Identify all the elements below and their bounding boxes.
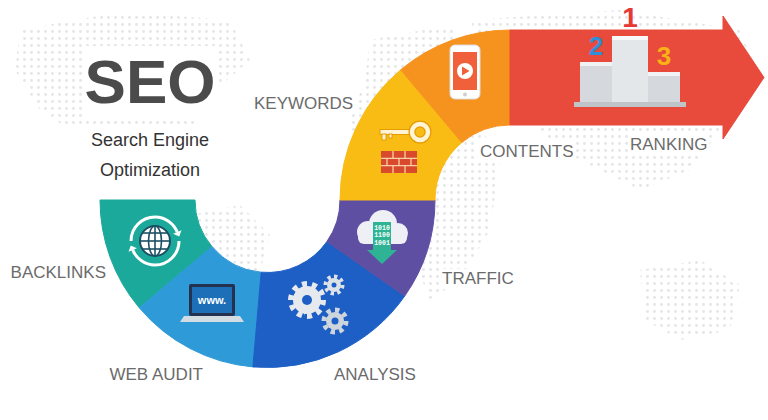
globe-parallel <box>142 232 167 234</box>
phone-screen <box>453 52 477 90</box>
globe-parallel <box>142 248 167 250</box>
band-segment <box>253 242 405 368</box>
gear <box>326 312 344 330</box>
globe <box>140 226 170 256</box>
gear-hole <box>302 295 312 305</box>
podium-top <box>612 36 648 40</box>
phone-icon <box>450 45 480 99</box>
bricks <box>381 151 417 173</box>
key-ring <box>412 124 428 140</box>
band-segment <box>327 200 435 296</box>
mortar <box>392 151 393 158</box>
band-segment <box>401 30 510 143</box>
globe-icon <box>129 217 182 265</box>
key-icon <box>380 124 428 140</box>
step-label: CONTENTS <box>478 142 576 162</box>
map-region <box>640 260 740 340</box>
step-label: TRAFFIC <box>440 269 516 289</box>
brick-wall <box>381 151 417 173</box>
rank-number: 3 <box>657 42 671 72</box>
title: SEO <box>83 46 218 117</box>
gear-teeth <box>324 310 346 332</box>
step-label: BACKLINKS <box>9 263 108 283</box>
subtitle: Search Engine Optimization <box>65 126 235 185</box>
phone-button <box>463 93 467 97</box>
mortar <box>410 158 411 165</box>
screen-text: www. <box>198 294 226 307</box>
cloud-icon <box>357 210 408 264</box>
band-arrow <box>510 16 764 139</box>
mortar <box>398 158 399 165</box>
rank-number: 2 <box>589 32 603 62</box>
laptop-screen <box>192 287 232 313</box>
podium-top <box>580 62 612 66</box>
laptop-icon <box>180 284 244 322</box>
gear <box>327 278 341 292</box>
refresh-ring <box>131 217 179 265</box>
podium-top <box>648 72 680 76</box>
key-ring <box>412 124 428 140</box>
phone-body <box>450 45 480 99</box>
podium-block <box>648 72 680 102</box>
rank-number: 1 <box>622 2 638 34</box>
key-tooth <box>382 134 386 140</box>
mortar <box>404 166 405 173</box>
step-label: RANKING <box>628 135 709 155</box>
podium-block <box>612 36 648 102</box>
laptop-frame <box>189 284 235 316</box>
mortar <box>386 158 387 165</box>
download-arrow <box>367 250 397 264</box>
binary-digits: 1010 1100 1001 <box>374 225 391 247</box>
gear-hole <box>332 283 337 288</box>
play-triangle <box>462 67 470 76</box>
gear <box>293 286 321 314</box>
gears-icon <box>291 277 346 333</box>
laptop-base <box>180 316 244 322</box>
step-label: KEYWORDS <box>252 94 355 114</box>
arrow-head <box>173 230 181 236</box>
podium-block <box>580 62 612 102</box>
mortar <box>392 166 393 173</box>
gear-teeth <box>291 284 323 316</box>
mortar <box>404 151 405 158</box>
step-label: ANALYSIS <box>332 365 418 385</box>
gear-hole <box>332 318 339 325</box>
podium-base <box>574 102 686 107</box>
step-label: WEB AUDIT <box>107 365 205 385</box>
download-arrow <box>373 222 391 251</box>
key-tooth <box>389 134 392 138</box>
globe-parallel <box>140 240 170 242</box>
play-button <box>457 63 473 79</box>
gear-teeth <box>326 277 343 294</box>
arrow-head <box>129 245 137 251</box>
